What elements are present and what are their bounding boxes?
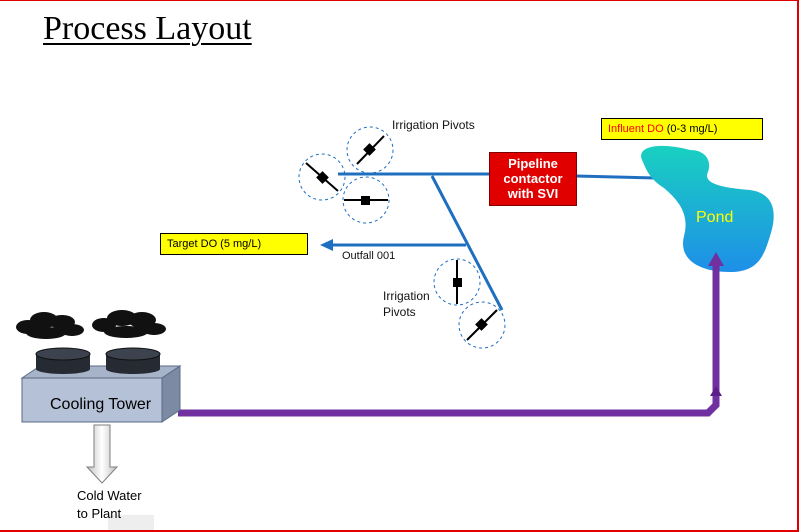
pond-shape (641, 145, 774, 272)
cold-water-line: Cold Water (77, 488, 142, 503)
contactor-label-line: contactor (503, 171, 563, 186)
steam-cloud (92, 310, 166, 338)
blue-pipes (330, 172, 657, 311)
cold-water-line: to Plant (77, 506, 122, 521)
target-do-box: Target DO (5 mg/L) (160, 233, 308, 255)
irrigation-pivot (458, 301, 506, 349)
target-do-label: Target DO (5 mg/L) (167, 238, 262, 250)
outfall-arrowhead (320, 239, 333, 251)
purple-mid-arrow (710, 386, 722, 396)
influent-do-box: Influent DO (0-3 mg/L) (601, 118, 763, 140)
cold-water-label: Cold Water to Plant (77, 487, 142, 523)
influent-do-label: Influent DO (608, 123, 664, 135)
irrigation-pivots-label: Irrigation Pivots (383, 288, 430, 320)
main-pipe-right (575, 174, 657, 180)
irrigation-pivot (298, 153, 346, 201)
page-title: Process Layout (43, 10, 252, 47)
cooling-tower-label: Cooling Tower (50, 396, 152, 413)
steam-cloud (16, 312, 84, 339)
pond-label: Pond (696, 209, 734, 226)
irrigation-pivot (346, 126, 394, 174)
contactor-label-line: Pipeline (508, 156, 558, 171)
pipeline-contactor-box: Pipeline contactor with SVI (489, 152, 577, 206)
footer-mark (108, 515, 154, 530)
fan-stack (105, 347, 161, 374)
fan-stack (35, 347, 91, 374)
branch-pipe (430, 175, 504, 311)
cold-water-arrow (85, 424, 119, 484)
irrigation-pivots-label: Irrigation Pivots (392, 118, 475, 132)
irrigation-label-line: Irrigation (383, 289, 430, 303)
purple-arrowhead (708, 252, 724, 266)
outfall-label: Outfall 001 (342, 250, 396, 262)
irrigation-label-line: Pivots (383, 305, 416, 319)
contactor-label-line: with SVI (507, 186, 559, 201)
irrigation-pivot (433, 258, 481, 306)
purple-pipe (178, 266, 720, 417)
irrigation-pivot (342, 176, 390, 224)
influent-do-range: (0-3 mg/L) (666, 123, 718, 135)
